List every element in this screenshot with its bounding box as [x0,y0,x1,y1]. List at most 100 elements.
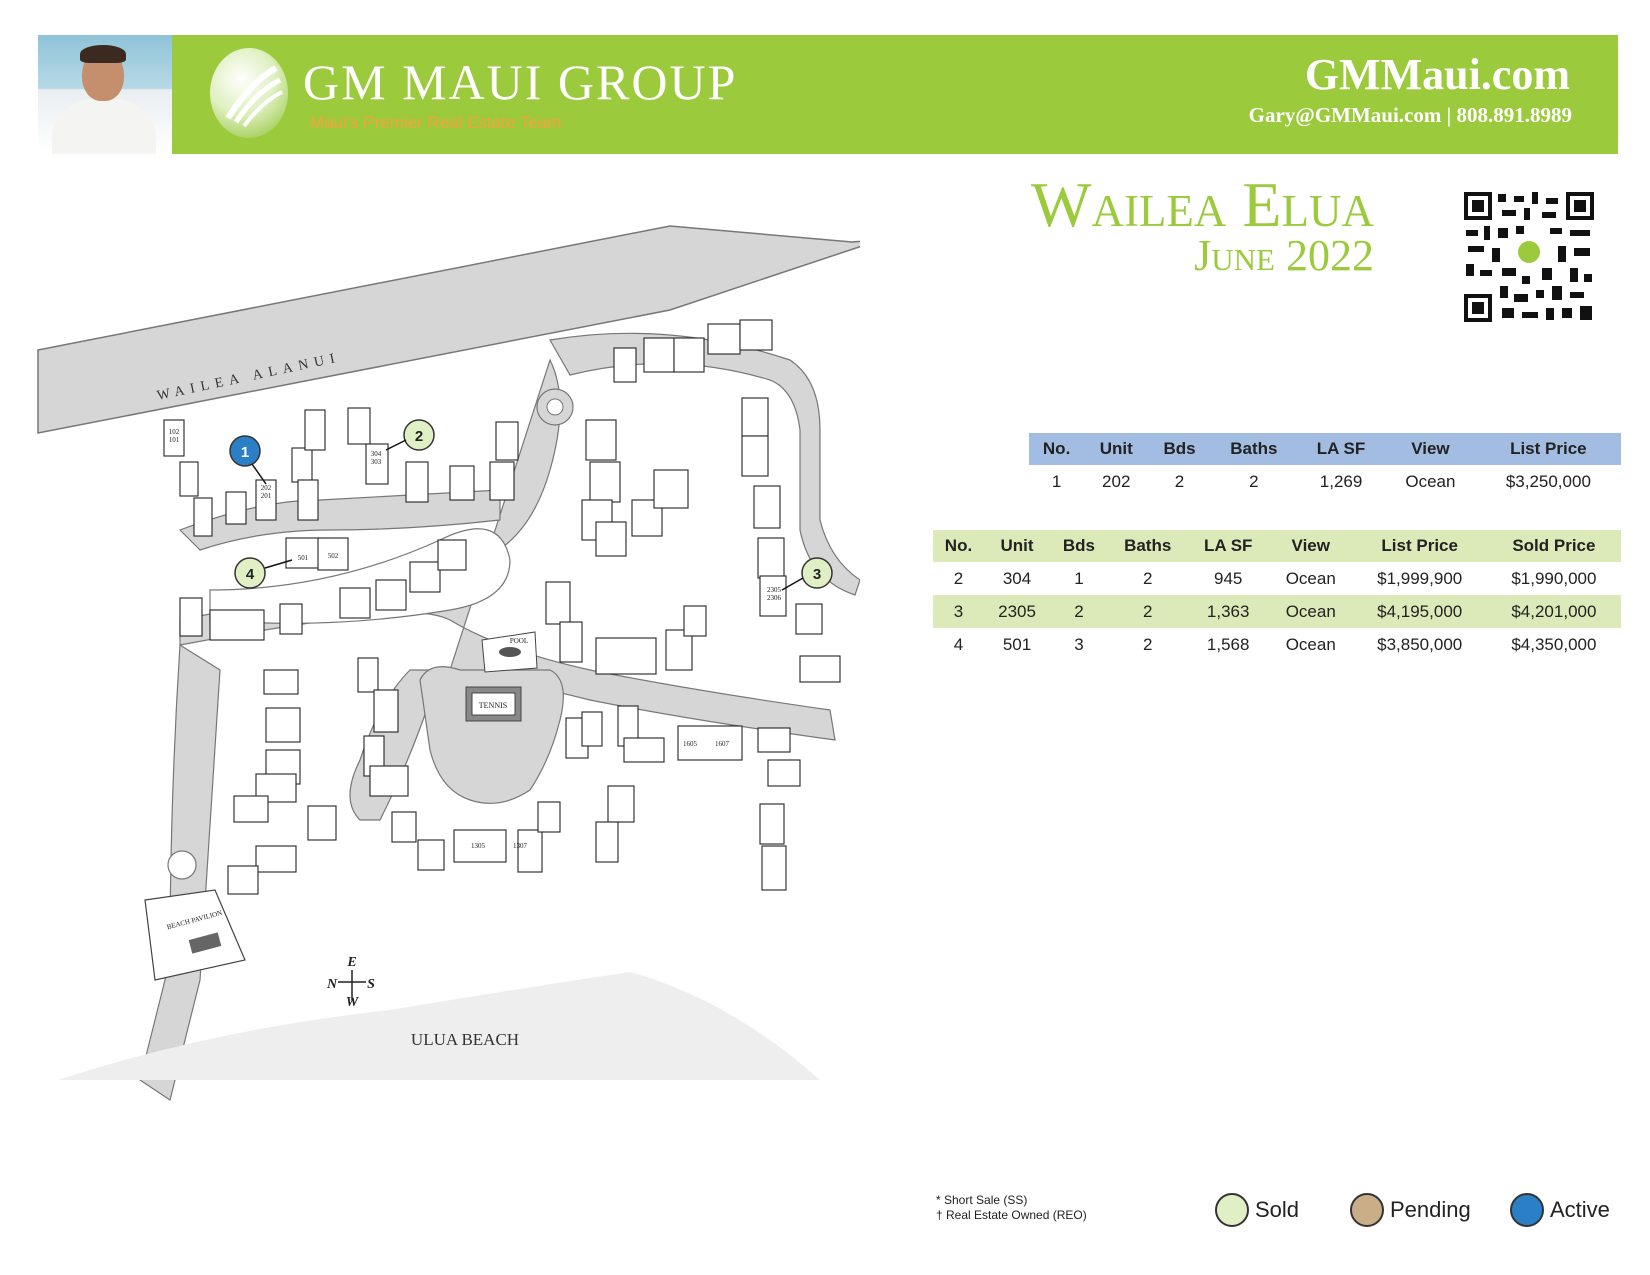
svg-text:1305: 1305 [471,842,486,850]
wailea-alanui-road [37,225,860,434]
svg-text:1307: 1307 [513,842,528,850]
property-map: WAILEA ALANUI TENNIS POOL BEACH PAVILION [37,225,860,1101]
tennis-label: TENNIS [479,701,507,710]
tagline: Maui's Premier Real Estate Team [310,113,562,132]
marker-2[interactable]: 2 [385,419,435,451]
svg-text:2305: 2305 [767,586,782,594]
column-header: Baths [1107,530,1188,562]
brand-name: GM MAUI GROUP [303,54,738,110]
svg-text:201: 201 [261,492,272,500]
column-header: Sold Price [1486,530,1621,562]
table-cell: $3,250,000 [1505,471,1591,491]
table-cell: 2 [953,568,964,588]
svg-text:202: 202 [261,484,272,492]
svg-text:1: 1 [241,444,249,461]
table-cell: 3 [1074,634,1084,654]
table-cell: 2305 [984,595,1051,628]
table-cell: 2 [1142,568,1153,588]
table-cell: 4 [953,634,964,654]
svg-text:E: E [346,955,356,970]
logo-icon [210,48,288,138]
legend-pending-label: Pending [1390,1197,1471,1222]
svg-text:501: 501 [298,554,309,562]
marker-3[interactable]: 3 [781,557,833,591]
table-cell: $4,350,000 [1511,634,1597,654]
table-cell: 2 [1107,595,1188,628]
marker-1[interactable]: 1 [229,435,267,485]
column-header: LA SF [1187,530,1269,562]
table-cell: Ocean [1268,595,1353,628]
table-cell: $3,850,000 [1377,634,1463,654]
svg-text:1605: 1605 [683,740,698,748]
marker-4[interactable]: 4 [234,557,293,589]
table-cell: Ocean [1285,634,1336,654]
table-cell: $1,999,900 [1377,568,1463,588]
page-title: Wailea Elua [1031,169,1374,240]
table-cell: 501 [1002,634,1032,654]
table-cell: 2 [1142,634,1153,654]
svg-text:102: 102 [169,428,180,436]
footnote-reo: † Real Estate Owned (REO) [936,1208,1087,1222]
table-cell: 2 [1249,471,1259,491]
table-cell: 1,568 [1206,634,1250,654]
table-cell: 1,269 [1319,471,1363,491]
svg-text:S: S [367,977,375,992]
table-cell: Ocean [1405,471,1456,491]
qr-code-icon[interactable] [1462,190,1596,324]
table-row[interactable]: 4 501 3 2 1,568 Ocean $3,850,000 $4,350,000 [933,628,1621,661]
table-row[interactable]: 1 202 2 2 1,269 Ocean $3,250,000 [1029,465,1621,498]
active-dot-icon [1510,1193,1544,1227]
website-link[interactable]: GMMaui.com [1304,50,1570,99]
page-subtitle: June 2022 [1194,231,1374,280]
svg-text:2: 2 [415,428,423,445]
pool-label: POOL [510,637,528,645]
svg-text:4: 4 [246,566,255,583]
table-cell: $4,201,000 [1486,595,1621,628]
table-cell: 1 [1051,471,1062,491]
column-header: Bds [1050,530,1108,562]
table-cell: 304 [1002,568,1032,588]
table-cell: 2 [1174,471,1185,491]
legend-active-label: Active [1550,1197,1610,1222]
pending-dot-icon [1350,1193,1384,1227]
svg-text:303: 303 [371,458,382,466]
table-cell: Ocean [1285,568,1336,588]
svg-text:304: 304 [371,450,382,458]
legend-active: Active [1510,1193,1610,1227]
legend-sold: Sold [1215,1193,1299,1227]
beach-label: ULUA BEACH [411,1030,519,1049]
legend-sold-label: Sold [1255,1197,1300,1222]
sold-dot-icon [1215,1193,1249,1227]
svg-text:101: 101 [169,436,180,444]
svg-text:1607: 1607 [715,740,730,748]
table-cell: 3 [933,595,984,628]
column-header: List Price [1352,530,1487,562]
svg-text:3: 3 [813,566,821,583]
contact-info[interactable]: Gary@GMMaui.com | 808.891.8989 [1248,103,1572,127]
header-banner: GM MAUI GROUP Maui's Premier Real Estate… [38,35,1618,154]
agent-photo [38,35,172,154]
footnotes: * Short Sale (SS) † Real Estate Owned (R… [936,1193,1087,1223]
legend-pending: Pending [1350,1193,1471,1227]
table-cell: 1,363 [1187,595,1269,628]
footnote-short-sale: * Short Sale (SS) [936,1193,1028,1207]
table-cell: 945 [1214,568,1243,588]
column-header: Baths [1210,433,1297,465]
svg-text:W: W [346,995,360,1010]
svg-text:2306: 2306 [767,594,782,602]
beach-pavilion [144,889,246,981]
column-header: No. [933,530,984,562]
column-header: Unit [984,530,1051,562]
column-header: Unit [1084,433,1149,465]
column-header: LA SF [1296,433,1386,465]
table-cell: 202 [1102,471,1131,491]
column-header: List Price [1475,433,1621,465]
svg-text:N: N [326,977,338,992]
table-cell: 2 [1050,595,1108,628]
column-header: View [1268,530,1353,562]
column-header: View [1385,433,1476,465]
table-cell: $4,195,000 [1352,595,1487,628]
